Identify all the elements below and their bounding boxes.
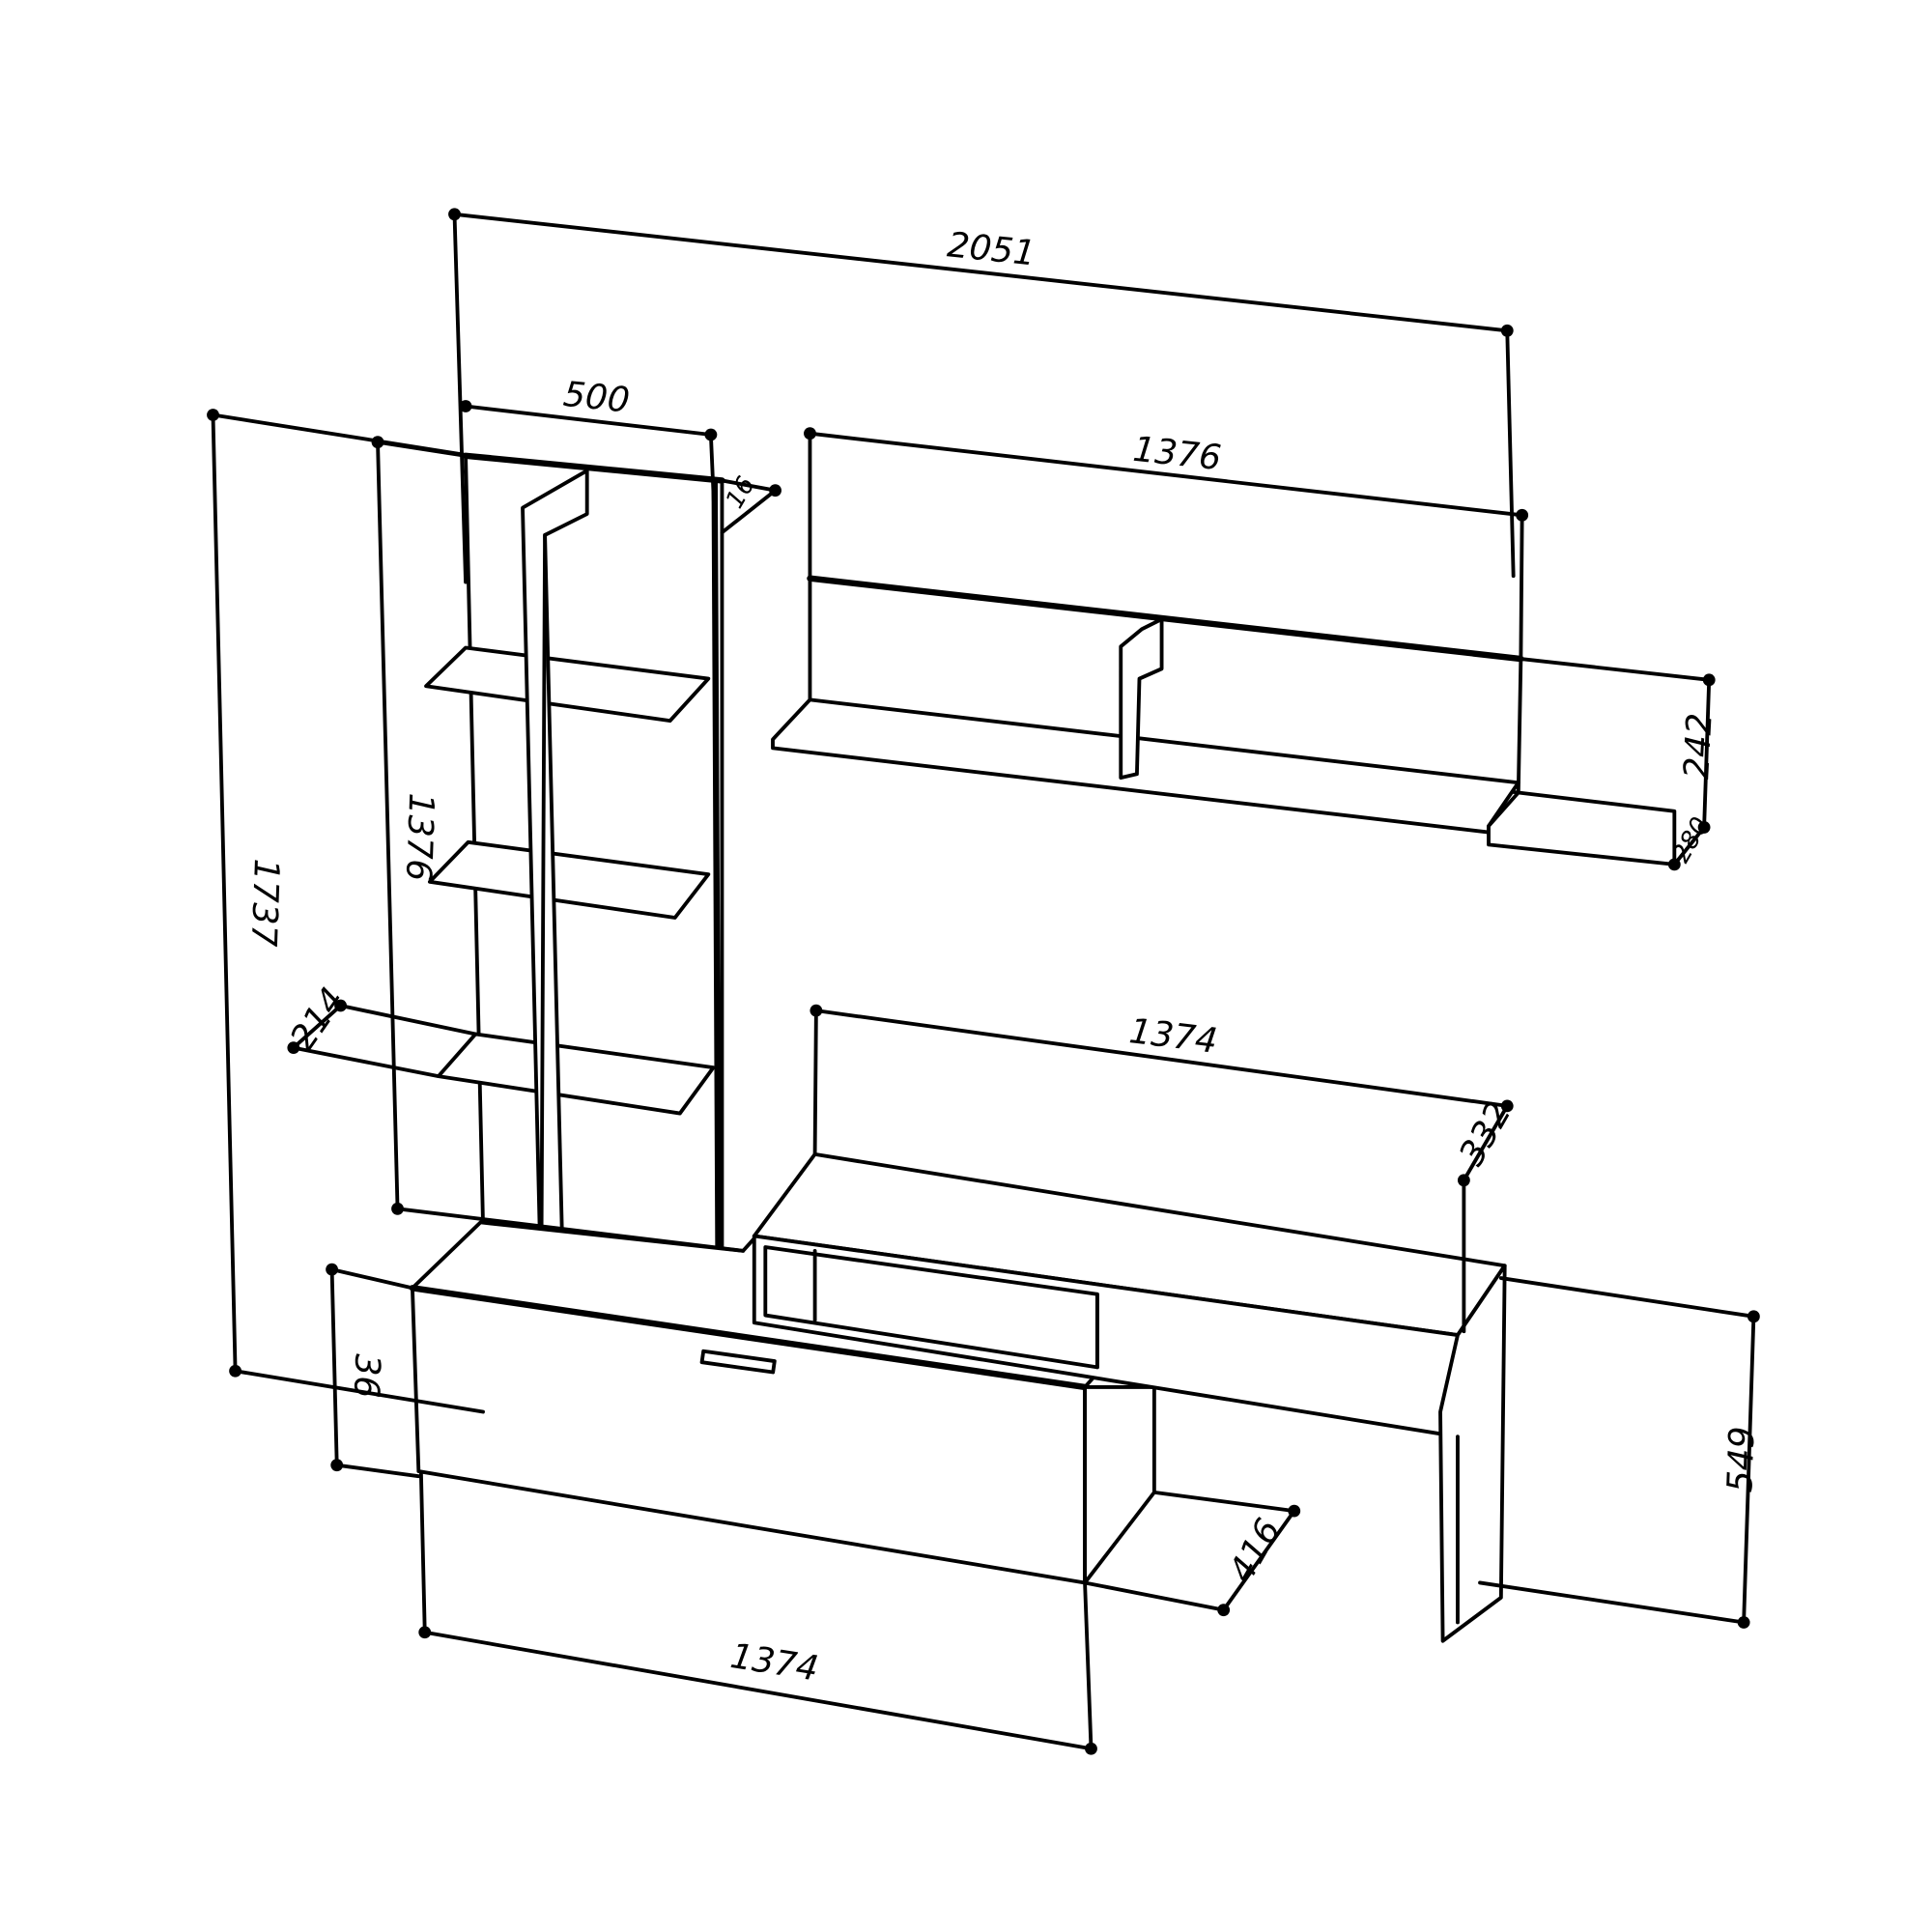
dim-bookcase-width: 500 xyxy=(561,375,631,421)
bookcase xyxy=(424,452,725,1296)
dim-desk-top-thickness: 36 xyxy=(346,1353,387,1399)
wall-shelf xyxy=(771,575,1677,867)
dim-wall-shelf-height: 242 xyxy=(1677,712,1720,781)
desk-side-panel xyxy=(1083,1384,1156,1585)
dim-desk-height: 549 xyxy=(1720,1426,1762,1493)
wall-shelf-end-board xyxy=(1487,790,1677,867)
dimension-lines xyxy=(207,208,1760,1755)
dim-wall-shelf-width: 1376 xyxy=(1131,430,1223,478)
dim-overall-width: 2051 xyxy=(946,225,1037,273)
tv-unit xyxy=(752,1151,1507,1643)
bookcase-post-edge xyxy=(539,532,548,1296)
desk-drawer-handle[interactable] xyxy=(699,1349,777,1375)
dim-desk-depth: 416 xyxy=(1222,1512,1290,1589)
dim-desk-width: 1374 xyxy=(727,1636,821,1690)
dim-bookcase-height: 1376 xyxy=(398,792,440,882)
bookcase-top-edge xyxy=(462,452,725,484)
wall-shelf-divider xyxy=(1119,617,1164,781)
bookcase-right-edge xyxy=(711,477,722,1257)
bookcase-shelf-1 xyxy=(424,645,711,724)
wall-shelf-top-edge xyxy=(807,575,1524,663)
bookcase-shelf-2 xyxy=(427,839,711,920)
bookcase-shelf-3 xyxy=(436,1032,716,1116)
desk-front-edge xyxy=(409,1285,1089,1391)
dim-overall-height: 1737 xyxy=(243,858,286,948)
